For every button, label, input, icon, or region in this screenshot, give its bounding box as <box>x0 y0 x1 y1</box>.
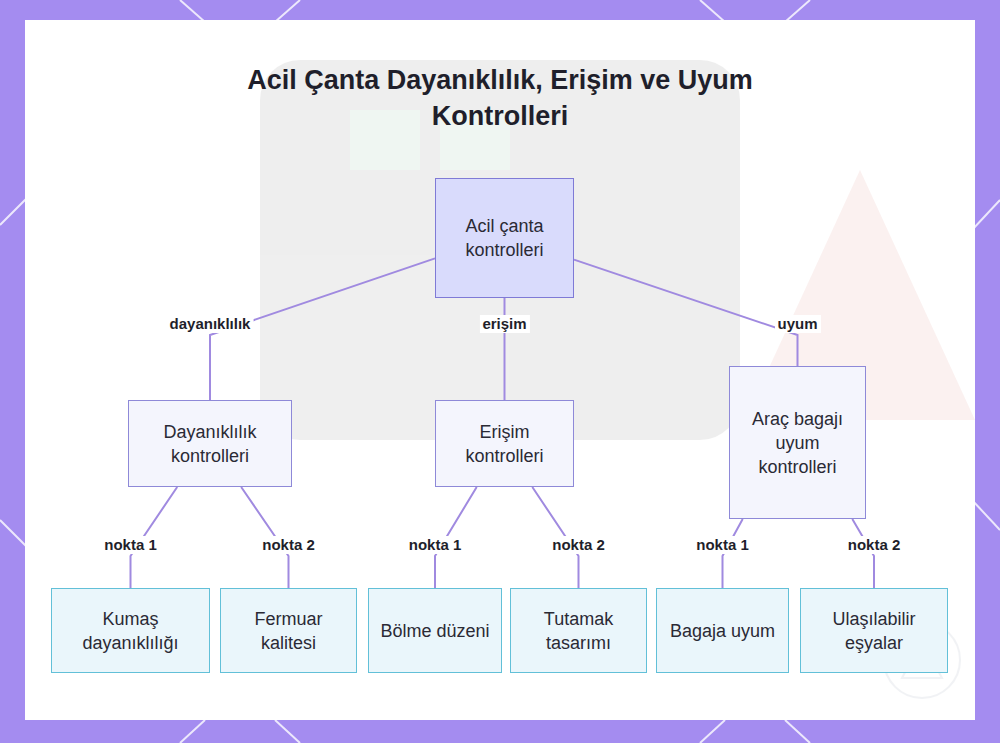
node-text: Bagaja uyum <box>670 619 775 643</box>
item-box: Bölme düzeni <box>368 588 502 673</box>
edge-label: nokta 1 <box>406 536 465 554</box>
blurred-photo <box>260 60 975 440</box>
item-box: Bagaja uyum <box>656 588 789 673</box>
node-text: Araç bagajı uyum kontrolleri <box>748 407 847 479</box>
edge-label: dayanıklılık <box>167 315 254 333</box>
node-text: Ulaşılabilir eşyalar <box>811 607 937 655</box>
tree-connector <box>574 260 798 366</box>
category-box: Erişim kontrolleri <box>435 400 574 487</box>
node-text: Fermuar kalitesi <box>231 607 346 655</box>
node-text: Tutamak tasarımı <box>521 607 636 655</box>
edge-label: nokta 2 <box>259 536 318 554</box>
edge-label: uyum <box>774 315 820 333</box>
tree-connector <box>504 298 506 400</box>
node-text: Dayanıklılık kontrolleri <box>139 420 281 468</box>
edge-label: nokta 2 <box>845 536 904 554</box>
edge-label: erişim <box>479 315 529 333</box>
category-box: Araç bagajı uyum kontrolleri <box>729 366 866 519</box>
item-box: Kumaş dayanıklılığı <box>51 588 210 673</box>
item-box: Tutamak tasarımı <box>510 588 647 673</box>
item-box: Fermuar kalitesi <box>220 588 357 673</box>
edge-label: nokta 2 <box>549 536 608 554</box>
node-text: Acil çanta kontrolleri <box>446 214 563 262</box>
page-ground <box>25 20 975 720</box>
category-box: Dayanıklılık kontrolleri <box>128 400 292 487</box>
edge-label: nokta 1 <box>693 536 752 554</box>
edge-label: nokta 1 <box>101 536 160 554</box>
item-box: Ulaşılabilir eşyalar <box>800 588 948 673</box>
diagram-title: Acil Çanta Dayanıklılık, Erişim ve Uyum … <box>200 62 800 134</box>
node-text: Bölme düzeni <box>380 619 489 643</box>
node-text: Erişim kontrolleri <box>446 420 563 468</box>
root-box: Acil çanta kontrolleri <box>435 178 574 298</box>
node-text: Kumaş dayanıklılığı <box>62 607 199 655</box>
